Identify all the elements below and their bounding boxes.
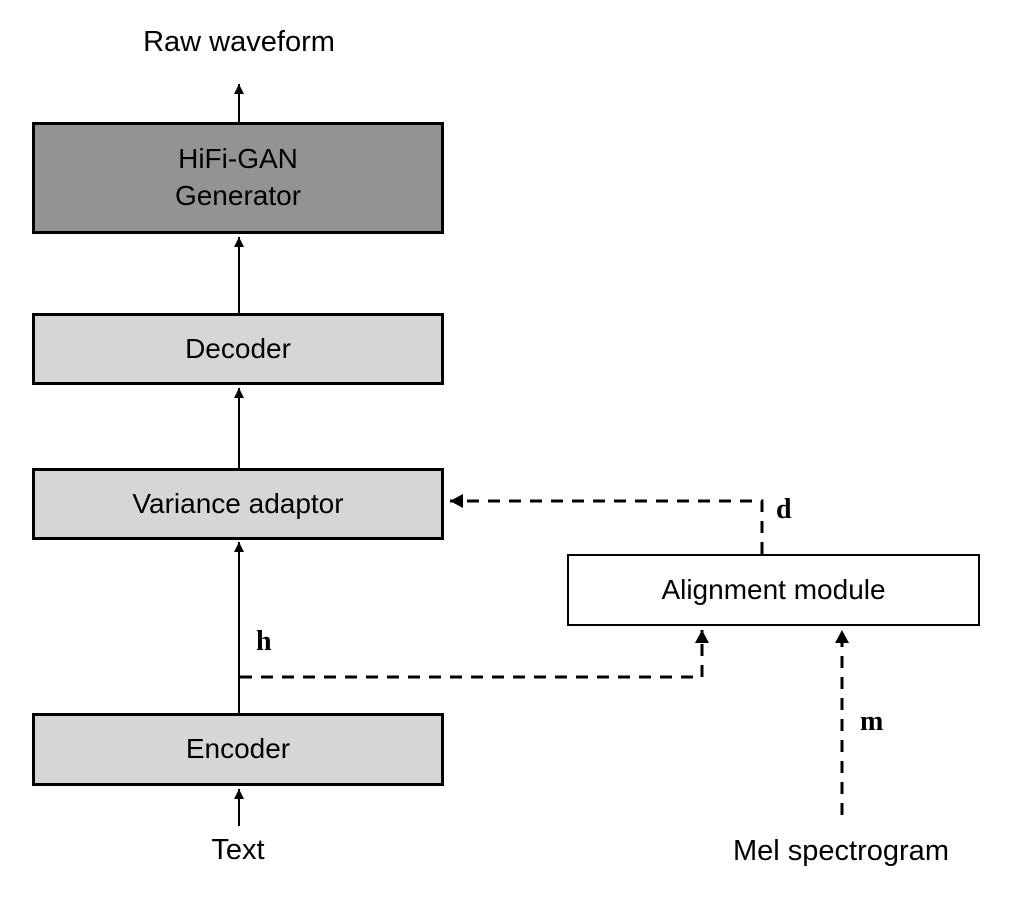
encoder-label: Encoder — [185, 733, 291, 765]
hifigan-generator-label-line1: HiFi-GAN — [178, 143, 298, 175]
variance-adaptor-block: Variance adaptor — [32, 468, 444, 540]
encoder-block: Encoder — [32, 713, 444, 786]
decoder-label: Decoder — [185, 332, 291, 364]
decoder-block: Decoder — [32, 313, 444, 385]
hifigan-generator-label-line2: Generator — [174, 180, 302, 211]
duration-label: d — [776, 494, 792, 525]
raw-waveform-label: Raw waveform — [143, 26, 335, 58]
text-input-label: Text — [211, 834, 265, 866]
dashed-arrow-hidden-to-alignment — [240, 630, 709, 679]
mel-spectrogram-label: Mel spectrogram — [733, 835, 949, 867]
hifigan-generator-block: HiFi-GAN Generator — [32, 122, 444, 234]
dashed-arrow-duration-to-variance — [450, 494, 764, 554]
hidden-sequence-label: h — [256, 626, 272, 657]
alignment-module-label: Alignment module — [661, 573, 886, 605]
variance-adaptor-label: Variance adaptor — [132, 487, 344, 519]
mel-variable-label: m — [860, 706, 884, 737]
alignment-module-block: Alignment module — [567, 554, 980, 626]
